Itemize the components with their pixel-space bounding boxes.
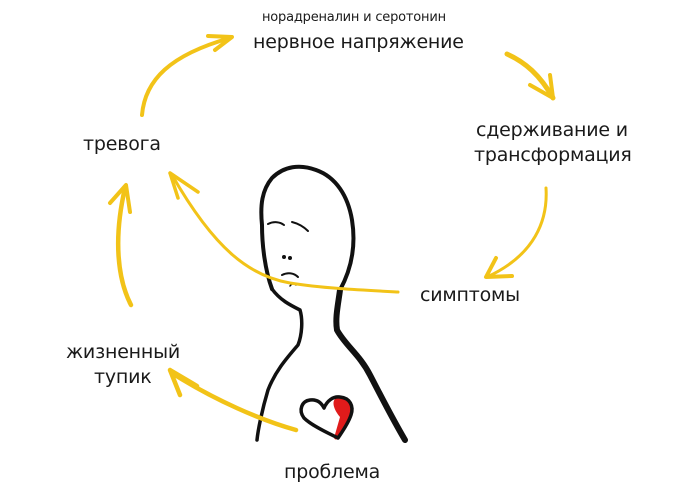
node-anxiety: тревога [83, 133, 161, 155]
arrow-symptoms-to-anxiety [170, 173, 400, 294]
nostril [288, 256, 292, 260]
arrow-suppression-to-symptoms [485, 186, 548, 279]
node-symptoms: симптомы [420, 284, 520, 306]
arrow-anxiety-to-tension [140, 36, 232, 117]
node-nervous-tension: нервное напряжение [253, 31, 464, 53]
arrow-head [167, 367, 200, 398]
node-deadlock-line1: жизненный [66, 341, 181, 363]
left-body-outline [255, 287, 304, 442]
right-eye [291, 221, 309, 232]
arrow-head [108, 183, 132, 214]
left-eye [267, 221, 285, 226]
subtitle-neurotransmitters: норадреналин и серотонин [262, 10, 446, 25]
mouth [281, 272, 299, 278]
cycle-arrows [108, 34, 556, 433]
human-figure-icon [255, 164, 408, 443]
arrow-deadlock-to-anxiety [115, 185, 134, 308]
node-deadlock-line2: тупик [94, 366, 152, 388]
head-outline [259, 164, 356, 292]
node-suppression-line1: сдерживание и [476, 119, 628, 141]
node-problem: проблема [284, 461, 381, 483]
heart-icon [299, 395, 354, 440]
arrow-head [484, 256, 514, 279]
arrow-tension-to-suppression [504, 51, 556, 101]
node-suppression-line2: трансформация [474, 144, 632, 166]
nostril [282, 255, 286, 259]
arrow-head [206, 34, 234, 52]
right-body-outline [333, 287, 408, 443]
arrow-head [528, 73, 555, 100]
arrow-head [168, 171, 200, 200]
